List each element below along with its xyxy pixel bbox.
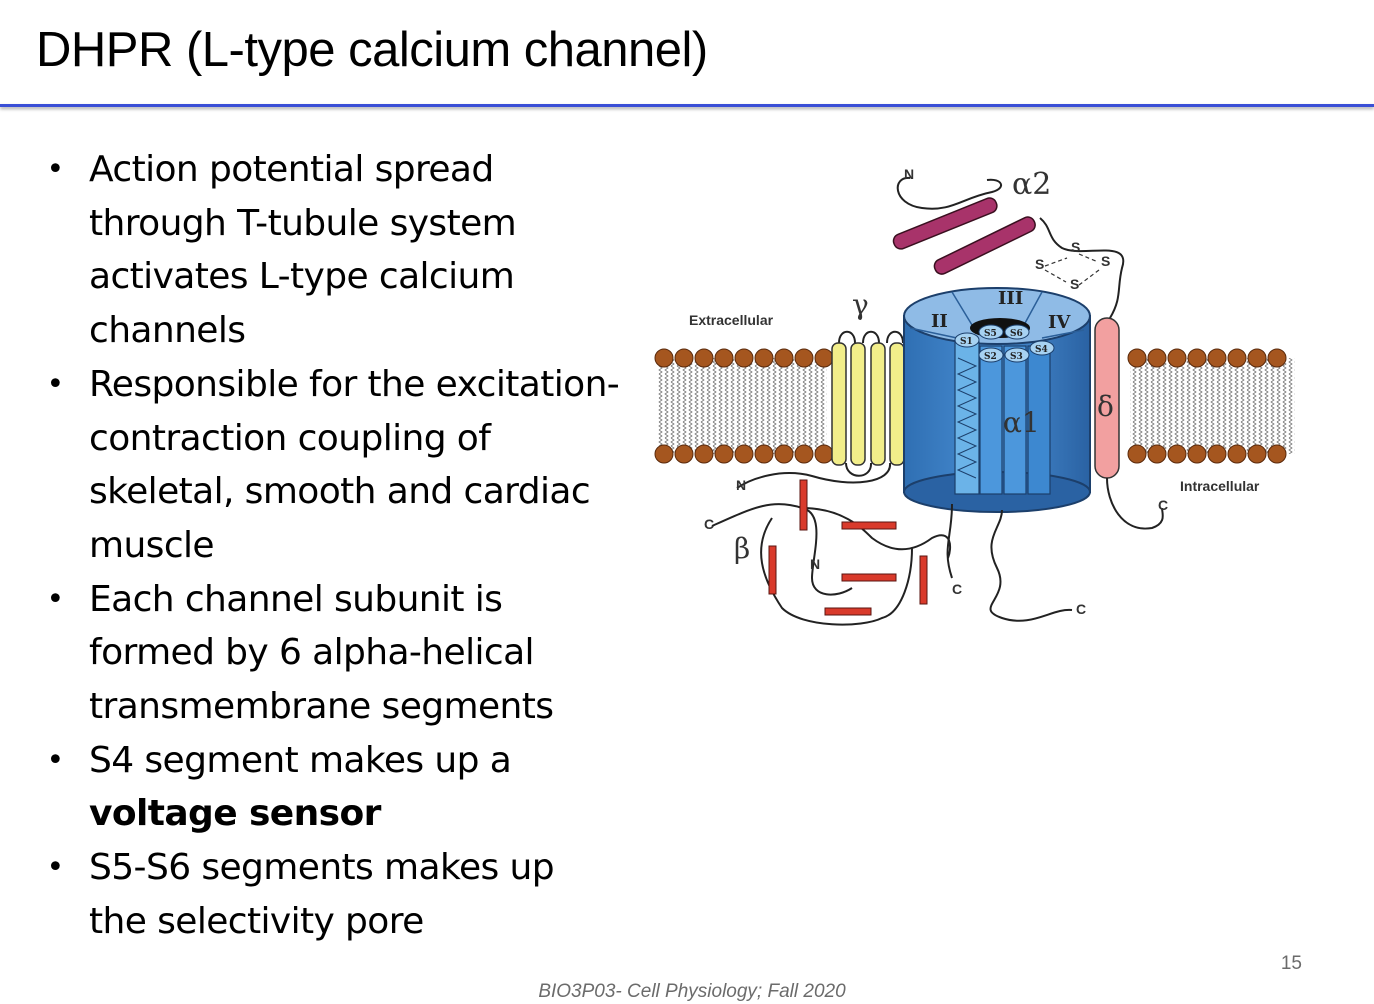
lipid-head	[654, 444, 674, 464]
beta-c-terminal: C	[704, 516, 714, 532]
domain-iii-label: III	[998, 288, 1023, 309]
bullet-item: •Responsible for the excitation-contract…	[40, 358, 620, 573]
disulfide-bond: S S S S	[1035, 239, 1110, 292]
gamma-label: γ	[852, 288, 869, 321]
intracellular-label: Intracellular	[1180, 478, 1260, 494]
delta-subunit: δ C	[1094, 317, 1168, 530]
beta-helices	[768, 479, 928, 616]
lipid-head	[1187, 444, 1207, 464]
lipid-head	[694, 444, 714, 464]
alpha2-subunit: N S S S S α2	[892, 166, 1125, 319]
bullet-icon: •	[46, 742, 64, 778]
lipid-head	[734, 444, 754, 464]
lipid-head	[1167, 444, 1187, 464]
page-number: 15	[1280, 953, 1302, 974]
dhpr-structure-diagram: Extracellular Intracellular N S S S S α2…	[654, 166, 1295, 626]
lipid-head	[1207, 444, 1227, 464]
gamma-n-terminal: N	[736, 477, 746, 493]
lipid-head	[754, 348, 774, 368]
slide-title: DHPR (L-type calcium channel)	[36, 23, 708, 77]
lipid-head	[674, 348, 694, 368]
lipid-head	[814, 444, 834, 464]
svg-text:S: S	[1071, 239, 1080, 255]
svg-text:S3: S3	[1010, 352, 1023, 362]
lipid-head	[1147, 444, 1167, 464]
svg-text:S: S	[1101, 253, 1110, 269]
svg-text:S2: S2	[984, 352, 997, 362]
alpha1-label: α1	[1003, 406, 1040, 439]
lipid-head	[654, 348, 674, 368]
svg-text:S4: S4	[1035, 345, 1048, 355]
lipid-head	[1227, 348, 1247, 368]
lipid-head	[694, 348, 714, 368]
beta-n-terminal: N	[810, 556, 820, 572]
lipid-head	[714, 348, 734, 368]
bullet-item: •S5-S6 segments makes up the selectivity…	[40, 841, 620, 948]
lipid-head	[1147, 348, 1167, 368]
lipid-head	[1247, 444, 1267, 464]
bullet-icon: •	[46, 581, 64, 617]
bullet-item: •S4 segment makes up a voltage sensor	[40, 734, 620, 841]
title-divider	[0, 104, 1374, 107]
bullet-icon: •	[46, 366, 64, 402]
membrane-left	[657, 358, 827, 454]
lipid-head	[774, 348, 794, 368]
lipid-head	[1207, 348, 1227, 368]
lipid-head	[1187, 348, 1207, 368]
lipid-head	[1167, 348, 1187, 368]
alpha1-subunit: S1 S2 S3 S4 S5 S6 II III IV α1 C C	[903, 287, 1091, 622]
lipid-head	[1267, 348, 1287, 368]
svg-text:S5: S5	[984, 329, 997, 339]
domain-iv-label: IV	[1048, 312, 1071, 333]
membrane-right	[1130, 358, 1295, 454]
alpha1-loop-c-terminal: C	[952, 581, 962, 597]
lipid-head	[814, 348, 834, 368]
lipid-head	[674, 444, 694, 464]
lipid-head	[714, 444, 734, 464]
lipid-head	[774, 444, 794, 464]
beta-subunit: β C N	[704, 479, 951, 626]
alpha2-helix	[892, 197, 1036, 275]
bullet-item: •Action potential spread through T-tubul…	[40, 143, 620, 358]
segment-caps: S1 S2 S3 S4 S5 S6	[954, 324, 1055, 363]
lipid-head	[1247, 348, 1267, 368]
svg-text:S6: S6	[1010, 329, 1023, 339]
alpha2-label: α2	[1012, 167, 1051, 202]
alpha2-n-terminal: N	[904, 166, 914, 182]
lipid-head	[1127, 444, 1147, 464]
extracellular-label: Extracellular	[689, 312, 774, 328]
slide-footer: BIO3P03- Cell Physiology; Fall 2020	[538, 981, 846, 1002]
lipid-head	[794, 444, 814, 464]
delta-c-terminal: C	[1158, 497, 1168, 513]
beta-label: β	[734, 532, 750, 565]
gamma-subunit: γ N	[736, 288, 905, 493]
domain-ii-label: II	[931, 311, 948, 332]
lipid-head	[1267, 444, 1287, 464]
lipid-head	[734, 348, 754, 368]
bullet-list: •Action potential spread through T-tubul…	[40, 143, 620, 949]
svg-text:S1: S1	[960, 337, 973, 347]
bullet-item: •Each channel subunit is formed by 6 alp…	[40, 573, 620, 734]
lipid-head	[1227, 444, 1247, 464]
bullet-icon: •	[46, 850, 64, 886]
lipid-head	[754, 444, 774, 464]
lipid-head	[1127, 348, 1147, 368]
delta-label: δ	[1097, 390, 1114, 423]
bullet-icon: •	[46, 152, 64, 187]
svg-text:S: S	[1035, 256, 1044, 272]
lipid-head	[794, 348, 814, 368]
svg-text:S: S	[1070, 276, 1079, 292]
bold-term: voltage sensor	[89, 793, 381, 835]
lipid-bilayer-heads	[654, 348, 1287, 464]
alpha1-c-terminal: C	[1076, 601, 1086, 617]
